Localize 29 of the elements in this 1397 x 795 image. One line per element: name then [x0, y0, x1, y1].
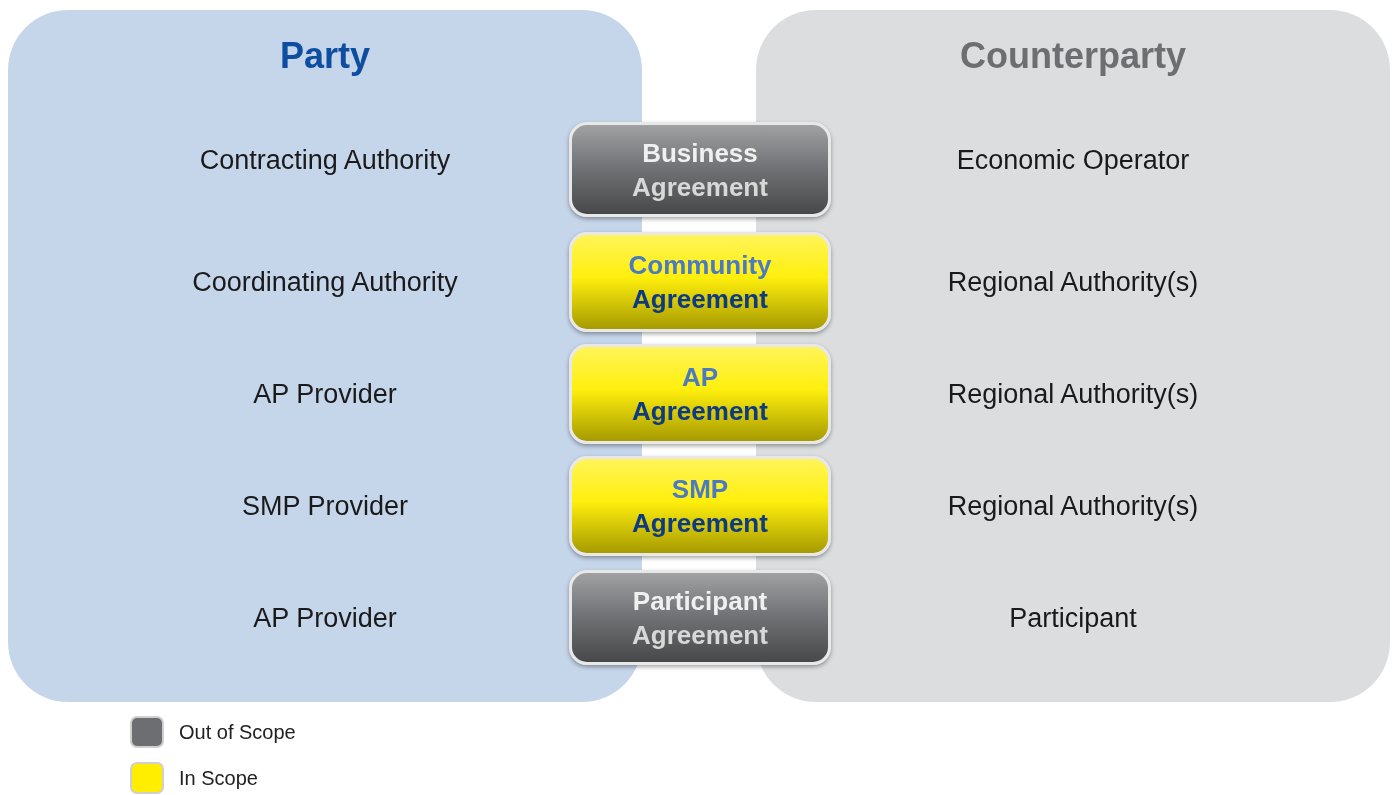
agreement-pill — [569, 456, 831, 556]
agreement-label: Business — [642, 136, 758, 170]
role-label: Participant — [1008, 605, 1138, 632]
agreement-label: Agreement — [632, 170, 768, 204]
role-label: SMP Provider — [240, 493, 410, 520]
legend-label: Out of Scope — [179, 720, 296, 745]
role-label: Economic Operator — [955, 147, 1191, 174]
agreement-label: Agreement — [632, 283, 768, 316]
agreement-label: Agreement — [632, 395, 768, 428]
agreement-label: Participant — [632, 584, 768, 618]
agreement-pill — [569, 344, 831, 444]
agreement-label: Agreement — [632, 507, 768, 540]
agreement-pill — [569, 570, 831, 665]
role-label: AP Provider — [252, 381, 398, 408]
role-label: Regional Authority(s) — [946, 493, 1200, 520]
role-label: Coordinating Authority — [191, 269, 459, 296]
panel-title: Party — [278, 38, 372, 74]
agreement-label: SMP — [671, 473, 729, 506]
agreement-pill — [569, 232, 831, 332]
agreement-label: Community — [628, 249, 772, 282]
agreement-label: AP — [681, 361, 719, 394]
role-label: AP Provider — [252, 605, 398, 632]
agreement-label: Agreement — [632, 618, 768, 652]
role-label: Contracting Authority — [198, 147, 452, 174]
role-label: Regional Authority(s) — [946, 269, 1200, 296]
legend-label: In Scope — [179, 766, 258, 791]
role-label: Regional Authority(s) — [946, 381, 1200, 408]
agreement-pill — [569, 122, 831, 217]
panel-title: Counterparty — [959, 38, 1187, 74]
